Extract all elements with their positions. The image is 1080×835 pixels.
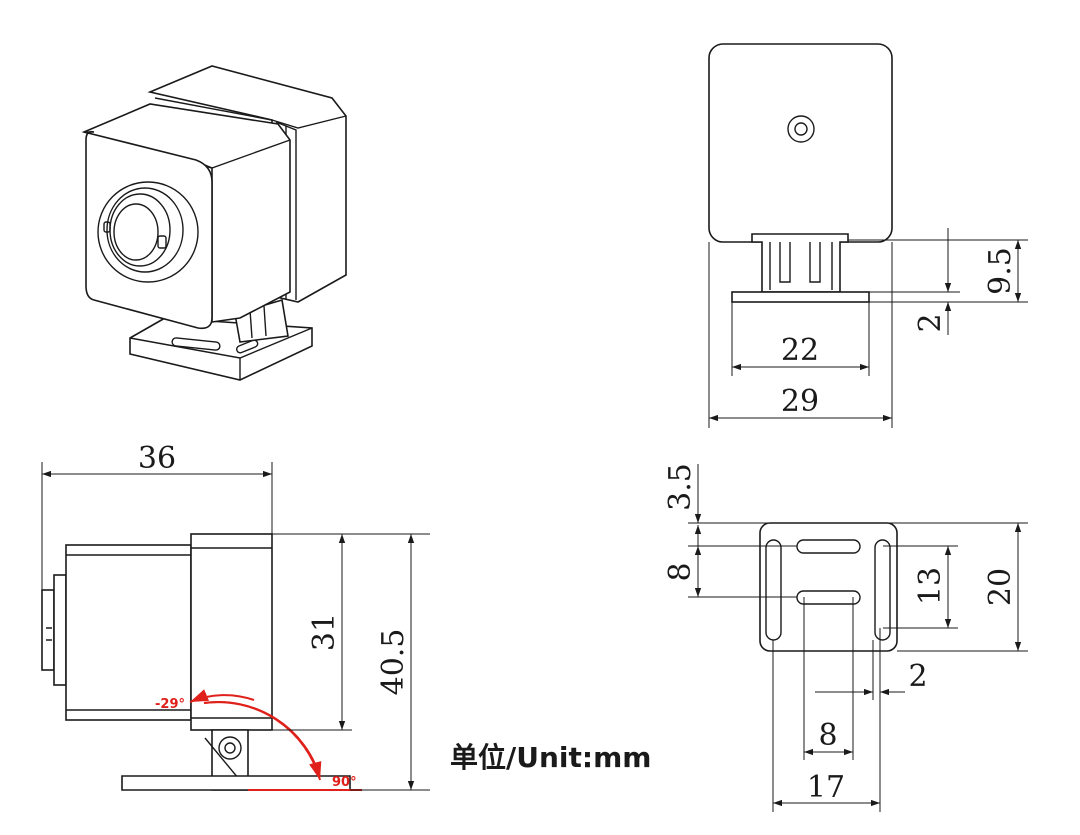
side-view: -29° 90° 36 31 40.5 (41, 441, 430, 791)
dim-8-vertical: 8 (663, 562, 698, 581)
dim-8-horizontal: 8 (818, 718, 837, 753)
base-plate-view: 3.5 8 13 20 2 8 17 (663, 463, 1028, 812)
unit-label: 单位/Unit:mm (450, 741, 652, 774)
dim-29: 29 (781, 384, 819, 419)
dim-9-5: 9.5 (983, 247, 1018, 295)
dim-40-5: 40.5 (376, 629, 411, 696)
angle-max-label: 90° (332, 775, 357, 790)
dim-22: 22 (781, 333, 819, 368)
front-view: 9.5 2 22 29 (708, 43, 1028, 428)
dim-31: 31 (307, 613, 342, 651)
dim-2-front: 2 (913, 313, 948, 332)
dim-36: 36 (138, 441, 176, 476)
angle-min-label: -29° (155, 697, 185, 712)
dim-3-5: 3.5 (663, 463, 698, 511)
dim-20: 20 (983, 568, 1018, 606)
dim-2-base: 2 (908, 659, 927, 694)
isometric-view (81, 65, 347, 381)
dim-17: 17 (807, 770, 845, 805)
dim-13: 13 (913, 567, 948, 605)
